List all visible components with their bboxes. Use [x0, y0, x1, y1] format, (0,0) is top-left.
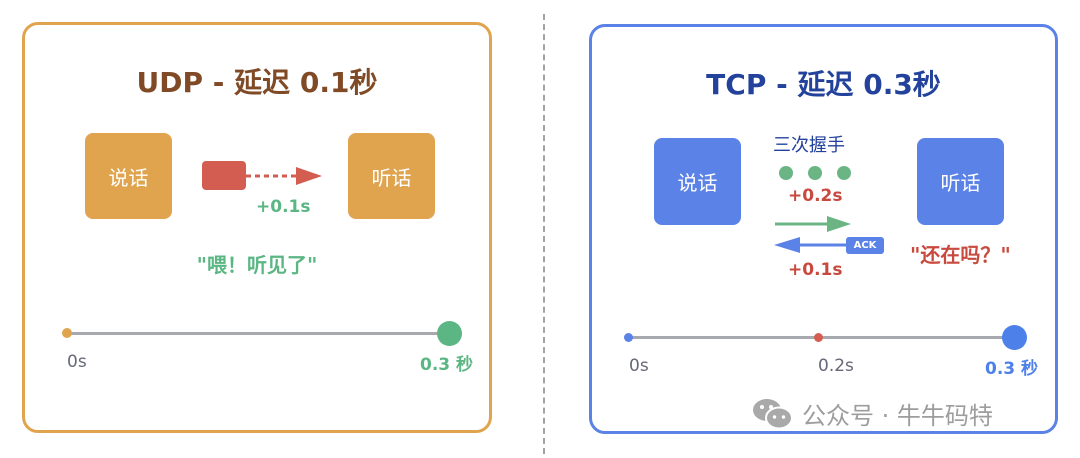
handshake-dots — [779, 166, 851, 180]
tcp-timeline-mid-dot — [814, 333, 823, 342]
handshake-label: 三次握手 — [773, 135, 845, 156]
tcp-timeline-end-label: 0.3 秒 — [985, 359, 1039, 379]
udp-sender-box: 说话 — [85, 133, 172, 219]
tcp-timeline-start-label: 0s — [629, 356, 649, 376]
tcp-panel: TCP - 延迟 0.3秒 说话 三次握手 +0.2s ACK +0.1s 听话… — [589, 24, 1058, 434]
udp-sender-label: 说话 — [108, 165, 149, 190]
tcp-sender-box: 说话 — [654, 138, 741, 225]
handshake-dot-icon — [779, 166, 793, 180]
arrow-right-icon — [775, 216, 851, 232]
tcp-timeline-mid-label: 0.2s — [818, 356, 854, 376]
ack-delay-label: +0.1s — [788, 260, 843, 280]
data-packet-icon — [202, 161, 246, 190]
udp-title: UDP - 延迟 0.1秒 — [136, 66, 378, 99]
ack-badge-label: ACK — [853, 240, 877, 251]
udp-message: "喂！听见了" — [196, 253, 318, 277]
tcp-message: "还在吗？" — [910, 243, 1011, 267]
watermark-text: 公众号 · 牛牛码特 — [802, 402, 993, 430]
udp-timeline-end-label: 0.3 秒 — [420, 355, 474, 375]
handshake-dot-icon — [808, 166, 822, 180]
wechat-icon — [753, 398, 793, 429]
udp-panel: UDP - 延迟 0.1秒 说话 +0.1s 听话 "喂！听见了" 0s 0.3… — [22, 22, 492, 433]
arrow-left-icon — [774, 237, 852, 253]
handshake-dot-icon — [837, 166, 851, 180]
tcp-receiver-label: 听话 — [940, 171, 981, 195]
udp-receiver-box: 听话 — [348, 133, 435, 219]
tcp-timeline-start-dot — [624, 333, 633, 342]
tcp-receiver-box: 听话 — [917, 138, 1004, 225]
udp-timeline-start-label: 0s — [67, 352, 87, 372]
tcp-title: TCP - 延迟 0.3秒 — [706, 68, 941, 101]
tcp-timeline-end-dot — [1002, 325, 1027, 350]
panel-divider — [543, 14, 545, 454]
udp-delay-label: +0.1s — [256, 197, 311, 217]
udp-timeline-start-dot — [62, 328, 72, 338]
dashed-arrow-right-icon — [246, 167, 322, 185]
udp-receiver-label: 听话 — [371, 165, 412, 190]
udp-timeline-end-dot — [437, 321, 462, 346]
watermark: 公众号 · 牛牛码特 — [752, 396, 993, 431]
ack-badge: ACK — [846, 237, 884, 254]
handshake-delay-label: +0.2s — [788, 186, 843, 206]
tcp-sender-label: 说话 — [677, 171, 718, 195]
udp-timeline-line — [67, 332, 449, 335]
